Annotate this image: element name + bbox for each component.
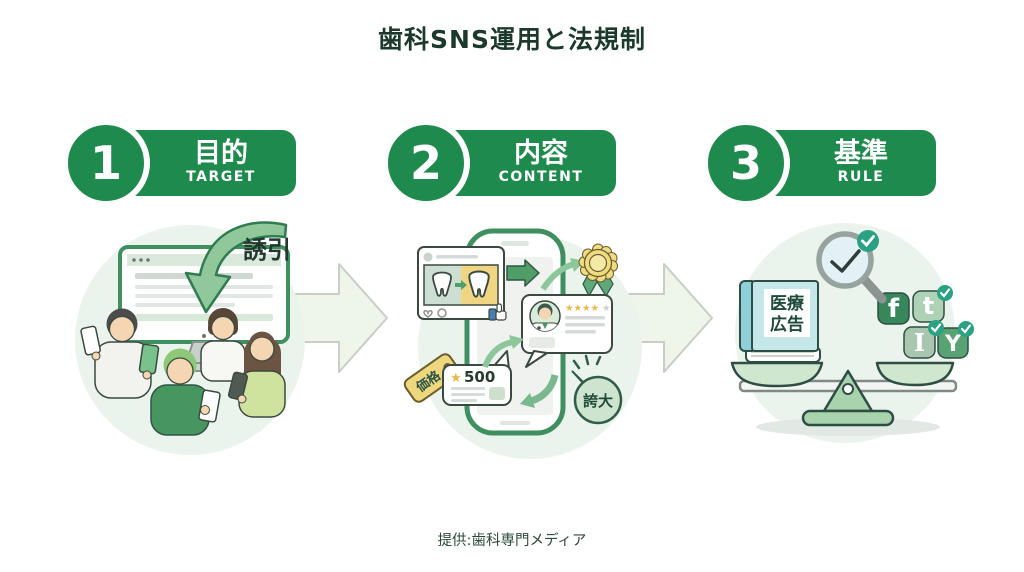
step-1-number: 1: [89, 136, 122, 190]
sns-post-card: [417, 246, 507, 321]
step-3-number: 3: [729, 136, 762, 190]
review-count-card: ★ 500: [442, 350, 512, 406]
review-count: 500: [464, 368, 495, 386]
footer-credit: 提供:歯科専門メディア: [437, 533, 587, 549]
step-badge-1: 目的 TARGET 1: [62, 119, 296, 207]
sns-icons-group: f t I Y: [877, 285, 974, 359]
curved-arrow-mid-icon: [482, 335, 524, 369]
balance-scale-icon: [730, 361, 958, 427]
step-3-label-jp: 基準: [834, 138, 888, 170]
page-title: 歯科SNS運用と法規制: [378, 25, 646, 54]
step-2-label-jp: 内容: [514, 138, 568, 170]
medical-ad-law-book: 医療 広告: [739, 280, 821, 363]
shadow: [756, 418, 940, 436]
book-title-line2: 広告: [770, 314, 804, 335]
facebook-icon: f: [888, 294, 900, 324]
check-badge-icon: [928, 320, 944, 336]
step-2-number: 2: [409, 136, 442, 190]
before-after-arrow-icon: [455, 280, 467, 290]
step-3-label-en: RULE: [837, 169, 885, 186]
step-1-label-jp: 目的: [194, 138, 248, 170]
magnifier-check-icon: [816, 230, 887, 304]
book-title-line1: 医療: [770, 293, 805, 314]
youtube-icon: Y: [944, 332, 962, 357]
inducement-arrow-icon: [184, 221, 288, 314]
emphasis-lines-icon: [572, 354, 602, 370]
heart-icon: [423, 309, 433, 318]
twitter-icon: t: [923, 292, 934, 320]
curved-arrow-down-icon: [520, 374, 559, 408]
inducement-label: 誘引: [243, 236, 291, 264]
step-1-number-circle: 1: [62, 119, 150, 207]
person-man-left: [80, 308, 160, 399]
rating-stars-full: ★★★★: [565, 303, 599, 314]
arrow-right-icon: [506, 259, 540, 287]
doctor-review-card: ★★★★ ★: [521, 294, 613, 368]
check-badge-icon: [958, 321, 974, 337]
tooth-before-icon: [432, 271, 452, 297]
doctor-avatar: [530, 303, 560, 331]
review-star-icon: ★: [450, 371, 462, 386]
person-woman-long-hair: [227, 331, 286, 418]
illustration-target: 誘引: [75, 221, 305, 455]
step-1-label-en: TARGET: [186, 169, 256, 186]
person-man-front: [150, 348, 221, 436]
step-3-number-circle: 3: [702, 119, 790, 207]
rating-star-empty: ★: [602, 303, 611, 314]
step-badge-3: 基準 RULE 3: [702, 119, 936, 207]
step-badge-2: 内容 CONTENT 2: [382, 119, 616, 207]
instagram-icon: I: [914, 328, 925, 357]
exaggeration-label: 誇大: [583, 392, 613, 410]
step-2-label-en: CONTENT: [498, 169, 584, 186]
step-2-number-circle: 2: [382, 119, 470, 207]
illustration-rule: 医療 広告 f t I Y: [730, 223, 974, 443]
illustration-content: ★★★★ ★ 価格 ★ 500: [403, 228, 642, 459]
comment-icon: [437, 308, 447, 318]
check-badge-icon: [937, 285, 953, 301]
award-ribbon-icon: [578, 243, 618, 298]
thumbs-up-icon: [488, 303, 507, 321]
tooth-after-icon: [468, 270, 490, 298]
exaggeration-bubble: 誇大: [571, 354, 623, 425]
